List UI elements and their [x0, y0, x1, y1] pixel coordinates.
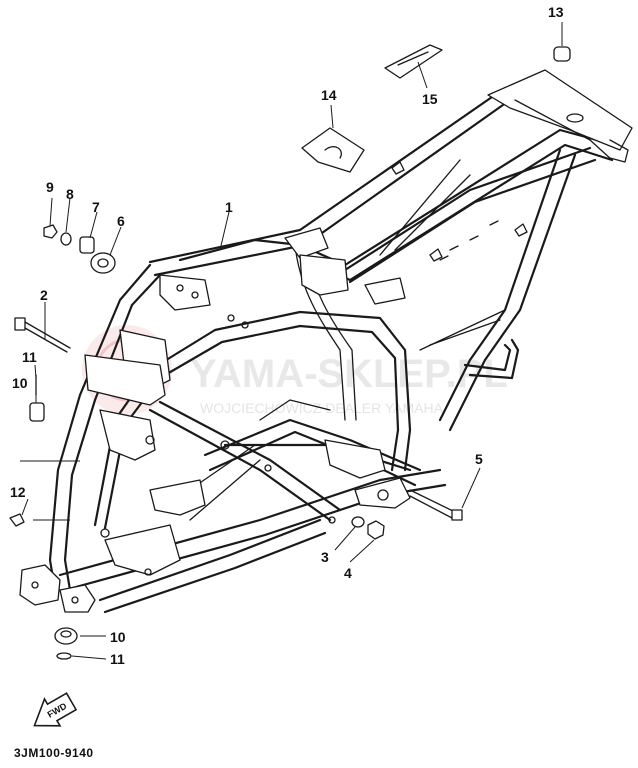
callout-1: 1 — [225, 199, 233, 215]
callout-5: 5 — [475, 451, 483, 467]
clip-11-bottom — [56, 652, 72, 660]
callout-15: 15 — [422, 91, 438, 107]
callout-2: 2 — [40, 287, 48, 303]
nut-4 — [367, 520, 385, 540]
washer-8 — [60, 232, 72, 246]
callout-13: 13 — [548, 4, 564, 20]
diagram-code: 3JM100-9140 — [14, 746, 94, 760]
callouts: 13 15 14 1 9 8 7 6 2 11 10 12 5 3 4 10 1… — [10, 4, 564, 667]
bracket-15 — [384, 44, 443, 79]
callout-10-bottom: 10 — [110, 629, 126, 645]
nut-9 — [43, 224, 58, 239]
cap-13 — [553, 46, 571, 62]
main-frame — [9, 44, 633, 660]
bushing-6 — [90, 252, 116, 274]
callout-4: 4 — [344, 565, 352, 581]
leader-lines — [20, 22, 563, 660]
callout-11-bottom: 11 — [110, 651, 125, 667]
bolt-12 — [9, 513, 25, 527]
watermark-title: YAMA-SKLEP.PL — [190, 352, 508, 396]
damper-10-top — [29, 402, 45, 422]
collar-7 — [79, 236, 95, 254]
damper-10-bottom — [54, 627, 78, 645]
bolt-5 — [409, 489, 463, 521]
callout-14: 14 — [321, 87, 337, 103]
washer-3 — [351, 516, 365, 528]
callout-6: 6 — [117, 213, 125, 229]
callout-11-top: 11 — [22, 349, 37, 365]
callout-7: 7 — [92, 199, 100, 215]
callout-8: 8 — [66, 186, 74, 202]
callout-3: 3 — [321, 549, 329, 565]
fwd-arrow: FWD — [33, 692, 78, 727]
bolt-2 — [14, 317, 71, 353]
callout-9: 9 — [46, 179, 54, 195]
callout-10-top: 10 — [12, 375, 28, 391]
callout-12: 12 — [10, 484, 26, 500]
plate-14 — [301, 127, 365, 173]
